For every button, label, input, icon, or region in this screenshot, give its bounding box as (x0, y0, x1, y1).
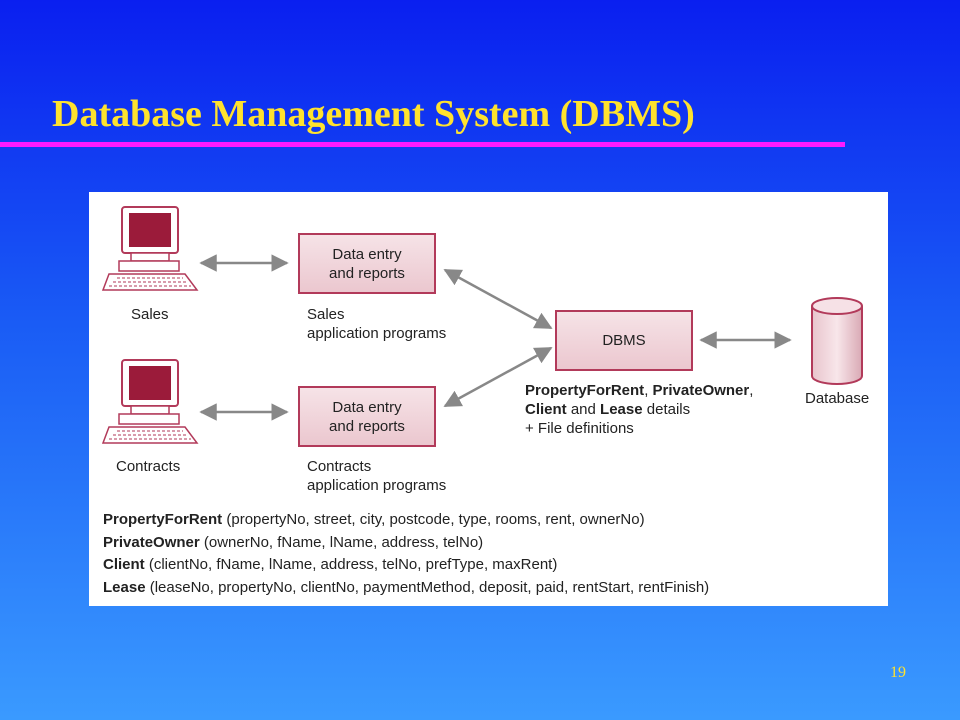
schema-relation-fields: (clientNo, fName, lName, address, telNo,… (144, 556, 558, 573)
schema-relation-name: PrivateOwner (103, 533, 200, 551)
dbms-description: PropertyForRent, PrivateOwner, Client an… (525, 381, 753, 438)
dbms-desc-sep1: , (644, 382, 653, 399)
dbms-desc-privateowner: PrivateOwner (652, 382, 750, 399)
dbms-desc-client: Client (525, 401, 567, 418)
dbms-desc-lease: Lease (600, 401, 643, 418)
sales-app-box-line1: Data entry (332, 245, 402, 263)
arrow-contracts-app-to-dbms (443, 346, 553, 408)
page-number: 19 (890, 664, 906, 681)
schema-row: Client (clientNo, fName, lName, address,… (103, 554, 709, 577)
dbms-box-label: DBMS (602, 332, 646, 349)
schema-relation-fields: (propertyNo, street, city, postcode, typ… (222, 511, 645, 528)
database-cylinder-icon (811, 297, 863, 385)
dbms-desc-details: details (642, 401, 691, 418)
arrow-sales-app-to-dbms (443, 268, 553, 330)
sales-terminal-label: Sales (131, 306, 169, 323)
slide-title: Database Management System (DBMS) (52, 93, 695, 135)
dbms-desc-propertyforrent: PropertyForRent (525, 382, 645, 399)
sales-app-caption-line1: Sales (307, 306, 345, 323)
database-label: Database (805, 390, 870, 407)
dbms-desc-sep2: , (749, 382, 754, 399)
dbms-description-line2: Client and Lease details (525, 400, 753, 419)
computer-terminal-icon (101, 206, 199, 291)
dbms-description-line1: PropertyForRent, PrivateOwner, (525, 381, 753, 400)
dbms-diagram-figure: Sales Contracts Data entry and reports S… (89, 192, 888, 606)
dbms-desc-and: and (566, 401, 601, 418)
title-underline (0, 142, 845, 147)
contracts-app-box: Data entry and reports (298, 386, 436, 447)
contracts-terminal-label: Contracts (116, 458, 181, 475)
schema-relation-fields: (leaseNo, propertyNo, clientNo, paymentM… (145, 578, 710, 596)
contracts-app-box-line2: and reports (329, 417, 405, 435)
schema-row: PropertyForRent (propertyNo, street, cit… (103, 509, 709, 532)
schema-list: PropertyForRent (propertyNo, street, cit… (103, 509, 709, 599)
schema-relation-name: PropertyForRent (103, 511, 223, 528)
contracts-app-caption: Contracts application programs (307, 457, 446, 495)
schema-relation-name: Lease (103, 578, 146, 596)
contracts-app-caption-line1: Contracts (307, 458, 372, 475)
dbms-box: DBMS (555, 310, 693, 371)
contracts-app-caption-line2: application programs (307, 477, 447, 494)
schema-row: PrivateOwner (ownerNo, fName, lName, add… (103, 532, 709, 555)
sales-app-caption: Sales application programs (307, 305, 446, 343)
sales-app-box-line2: and reports (329, 264, 405, 282)
schema-relation-name: Client (103, 556, 145, 573)
schema-relation-fields: (ownerNo, fName, lName, address, telNo) (199, 533, 484, 551)
dbms-description-line3: + File definitions (525, 420, 634, 437)
schema-row: Lease (leaseNo, propertyNo, clientNo, pa… (103, 577, 709, 600)
sales-app-box: Data entry and reports (298, 233, 436, 294)
contracts-app-box-line1: Data entry (332, 398, 402, 416)
computer-terminal-icon (101, 359, 199, 444)
sales-app-caption-line2: application programs (307, 325, 447, 342)
diagram-graphics (101, 206, 863, 444)
